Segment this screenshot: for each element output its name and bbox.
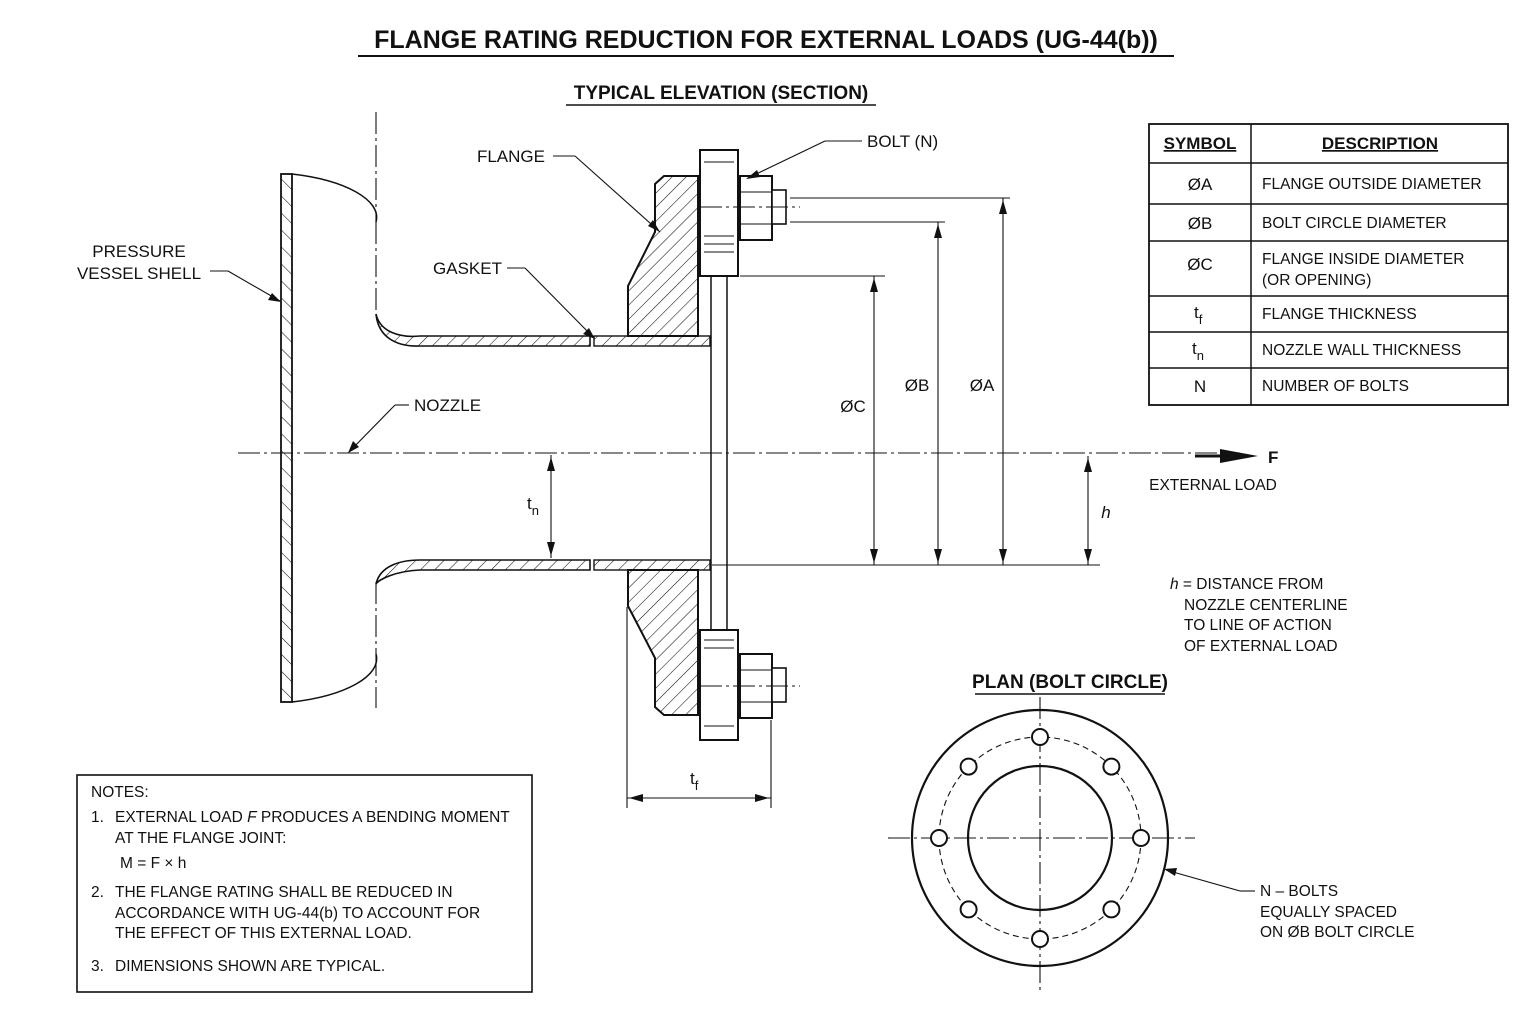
dimension-extension-lines [712, 197, 1100, 566]
table-desc-c-2: (OR OPENING) [1262, 272, 1371, 289]
external-load-label: EXTERNAL LOAD [1149, 477, 1277, 494]
bolt-lower [699, 629, 800, 741]
dimension-tn [547, 455, 555, 558]
nozzle-walls [375, 313, 591, 585]
flange-label: FLANGE [477, 147, 545, 166]
table-symbol-tn: tn [1192, 339, 1204, 363]
bolt-upper [699, 149, 800, 277]
table-symbol-n: N [1194, 377, 1206, 396]
table-header-description: DESCRIPTION [1322, 134, 1438, 153]
h-definition-note: h = DISTANCE FROM NOZZLE CENTERLINE TO L… [1170, 576, 1348, 655]
dim-h-label: h [1101, 503, 1110, 522]
dim-c-label: ØC [840, 397, 866, 416]
symbol-table [1148, 123, 1509, 406]
note-2-line1: THE FLANGE RATING SHALL BE REDUCED IN [115, 884, 453, 901]
flange-leader [553, 155, 661, 233]
table-desc-a: FLANGE OUTSIDE DIAMETER [1262, 176, 1482, 193]
bolt-hole [959, 900, 978, 919]
dim-tn-label: tn [527, 494, 539, 518]
dim-a-label: ØA [970, 376, 995, 395]
table-desc-tn: NOZZLE WALL THICKNESS [1262, 342, 1461, 359]
gasket-leader [507, 267, 595, 339]
gasket-label: GASKET [433, 259, 502, 278]
bolt-hole [1102, 757, 1121, 776]
dimension-a [999, 198, 1007, 565]
note-2-line2: ACCORDANCE WITH UG-44(b) TO ACCOUNT FOR [115, 905, 480, 922]
notes-heading: NOTES: [91, 784, 149, 801]
shell-leader [210, 270, 281, 302]
note-1-equation: M = F × h [120, 855, 186, 872]
shell-label-line1: PRESSURE [92, 242, 186, 261]
note-1-line2: AT THE FLANGE JOINT: [115, 830, 286, 847]
note-2-number: 2. [91, 884, 104, 901]
dim-b-label: ØB [905, 376, 930, 395]
dimension-tf [626, 607, 772, 808]
dimension-h [1084, 456, 1092, 565]
table-desc-n: NUMBER OF BOLTS [1262, 378, 1409, 395]
bolt-hole [1132, 829, 1150, 847]
bolt-hole [959, 757, 978, 776]
note-2-line3: THE EFFECT OF THIS EXTERNAL LOAD. [115, 925, 412, 942]
drawing-title: FLANGE RATING REDUCTION FOR EXTERNAL LOA… [374, 26, 1158, 54]
note-1-line1: EXTERNAL LOAD F PRODUCES A BENDING MOMEN… [115, 809, 510, 826]
bolt-hole [1031, 728, 1049, 746]
bolt-circle-leader [1164, 868, 1255, 892]
bolt-hole [930, 829, 948, 847]
shell-label-line2: VESSEL SHELL [77, 264, 201, 283]
table-symbol-tf: tf [1194, 303, 1203, 327]
table-desc-b: BOLT CIRCLE DIAMETER [1262, 215, 1447, 232]
bolt-callout-line2: EQUALLY SPACED [1260, 904, 1397, 921]
table-symbol-a: ØA [1188, 175, 1213, 194]
table-desc-c: FLANGE INSIDE DIAMETER [1262, 251, 1464, 268]
svg-text:NOZZLE CENTERLINE: NOZZLE CENTERLINE [1184, 597, 1348, 614]
svg-text:h = DISTANCE FROM: h = DISTANCE FROM [1170, 576, 1323, 593]
bolt-label: BOLT (N) [867, 132, 938, 151]
dimension-b [934, 222, 942, 565]
bolt-callout-line1: N – BOLTS [1260, 883, 1338, 900]
note-3-number: 3. [91, 958, 104, 975]
plan-bolt-holes [930, 728, 1150, 948]
notes-box [76, 774, 533, 993]
dim-tf-label: tf [690, 769, 699, 793]
bolt-leader [746, 140, 862, 179]
flange-upper [627, 175, 699, 337]
nozzle-leader [348, 404, 409, 453]
elevation-title: TYPICAL ELEVATION (SECTION) [574, 83, 869, 104]
table-header-symbol: SYMBOL [1164, 134, 1237, 153]
bolt-callout-line3: ON ØB BOLT CIRCLE [1260, 924, 1414, 941]
table-symbol-c: ØC [1187, 255, 1213, 274]
table-desc-tf: FLANGE THICKNESS [1262, 306, 1417, 323]
force-label: F [1268, 448, 1278, 467]
table-symbol-b: ØB [1188, 214, 1213, 233]
force-arrowhead [1220, 449, 1258, 463]
dimension-c [870, 276, 878, 565]
note-1-number: 1. [91, 809, 104, 826]
bolt-hole [1031, 930, 1049, 948]
nozzle-label: NOZZLE [414, 396, 481, 415]
flange-lower [627, 569, 699, 716]
bolt-hole [1102, 900, 1121, 919]
plan-title: PLAN (BOLT CIRCLE) [972, 672, 1168, 693]
svg-text:OF EXTERNAL LOAD: OF EXTERNAL LOAD [1184, 638, 1338, 655]
svg-text:TO LINE OF ACTION: TO LINE OF ACTION [1184, 617, 1332, 634]
pressure-vessel-shell [280, 112, 378, 708]
note-3-line1: DIMENSIONS SHOWN ARE TYPICAL. [115, 958, 385, 975]
